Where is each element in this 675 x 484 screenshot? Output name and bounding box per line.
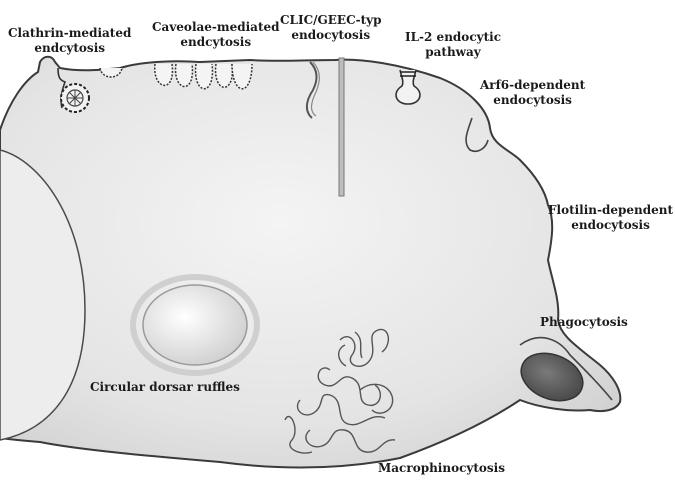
cell-membrane xyxy=(0,57,620,468)
label-clic-geec: CLIC/GEEC-typ endocytosis xyxy=(280,13,382,43)
label-flotilin: Flotilin-dependent endocytosis xyxy=(548,203,673,233)
label-macropinocytosis: Macrophinocytosis xyxy=(378,461,505,476)
label-il2: IL-2 endocytic pathway xyxy=(405,30,501,60)
circular-ruffle xyxy=(133,277,257,373)
label-circular-ruffles: Circular dorsar ruffles xyxy=(90,380,240,395)
label-arf6: Arf6-dependent endocytosis xyxy=(480,78,585,108)
label-phagocytosis: Phagocytosis xyxy=(540,315,628,330)
label-caveolae: Caveolae-mediated endcytosis xyxy=(152,20,280,50)
label-clathrin: Clathrin-mediated endcytosis xyxy=(8,26,131,56)
